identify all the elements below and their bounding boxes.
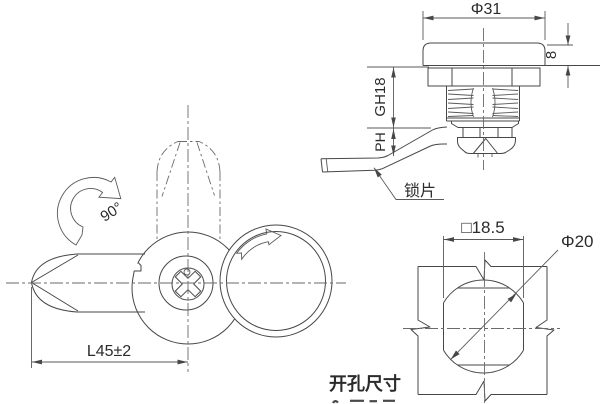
dim-grip-range: GH18 — [367, 66, 431, 129]
side-view: Φ31 8 GH18 PH — [320, 1, 600, 200]
cam-leader-label: 锁片 — [373, 167, 444, 200]
notch — [132, 262, 142, 276]
dim-across-flats: □18.5 — [443, 218, 524, 298]
head-side — [422, 42, 546, 66]
front-view: 90° L45±2 — [6, 105, 346, 372]
pin-circle — [183, 268, 191, 276]
head-height-label: 8 — [543, 51, 560, 59]
shaft-end — [451, 121, 519, 158]
rotation-ring — [219, 224, 333, 338]
rotation-angle-label: 90° — [97, 199, 125, 226]
cutout-view: □18.5 Φ20 开孔尺寸 — [329, 218, 593, 404]
panel-thickness-label: PH — [372, 132, 388, 151]
rotation-arrow-90 — [57, 176, 122, 246]
clockwise-arrow-icon — [235, 228, 282, 261]
length-dim-label: L45±2 — [87, 343, 131, 360]
panel-outline — [410, 259, 555, 402]
threaded-body — [446, 86, 520, 122]
cam-front — [31, 253, 145, 313]
head-diameter-label: Φ31 — [471, 1, 502, 18]
across-flats-label: □18.5 — [461, 218, 504, 237]
notch-mask — [127, 263, 140, 275]
cone-point — [472, 138, 499, 154]
dim-panel-thickness: PH — [372, 128, 396, 156]
phantom-cam-outline — [156, 141, 221, 242]
phillips-cross-icon — [174, 270, 202, 298]
hex-nut — [427, 67, 541, 87]
dim-length: L45±2 — [31, 287, 188, 368]
cutout-caption: 开孔尺寸 — [329, 373, 401, 394]
thread-hatching — [447, 87, 519, 118]
hole-diameter-label: Φ20 — [561, 232, 593, 251]
cam-label: 锁片 — [404, 182, 436, 200]
cam-strap-side — [320, 126, 448, 173]
grip-range-label: GH18 — [372, 77, 389, 116]
dim-hole-diameter: Φ20 — [450, 232, 593, 360]
dim-head-height: 8 — [543, 23, 573, 88]
clipped-text-marks — [332, 399, 395, 404]
dim-head-diameter: Φ31 — [422, 1, 546, 40]
